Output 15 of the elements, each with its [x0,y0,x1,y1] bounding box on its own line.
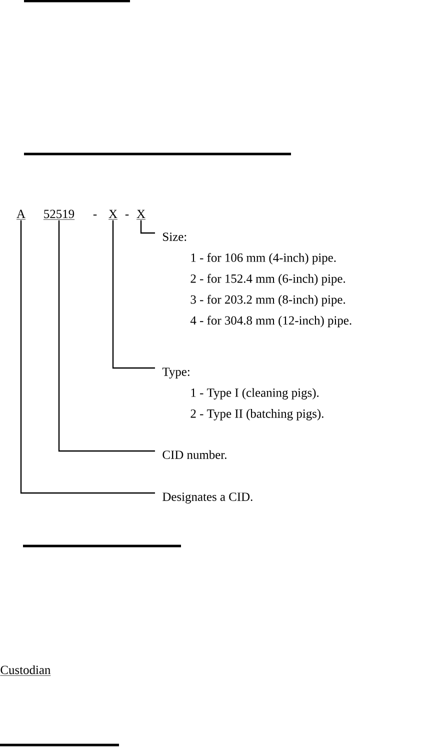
leader-line [140,220,155,234]
leader-line [58,220,155,452]
hyphen: - [125,214,129,216]
leader-line [20,220,155,494]
code-letter: X [108,210,118,220]
hyphen: - [93,214,97,216]
code-letter: 52519 [43,210,75,220]
description-text: CID number. [162,450,226,460]
description-text: Type: 1 - Type I (cleaning pigs). 2 - Type II (batching pigs). [162,368,324,420]
heading-text: Custodian [0,665,51,676]
code-letter: A [16,210,26,220]
description-text: Size: 1 - for 106 mm (4-inch) pipe. 2 - for 152.4 mm (6-inch) pipe. 3 - for 203.2 mm (8-inch) pipe. 4 - for 304.8 mm (12-inch) pipe. [163,232,352,328]
leader-line [112,220,155,369]
code-letter: X [136,210,146,220]
description-text: Designates a CID. [162,492,252,504]
